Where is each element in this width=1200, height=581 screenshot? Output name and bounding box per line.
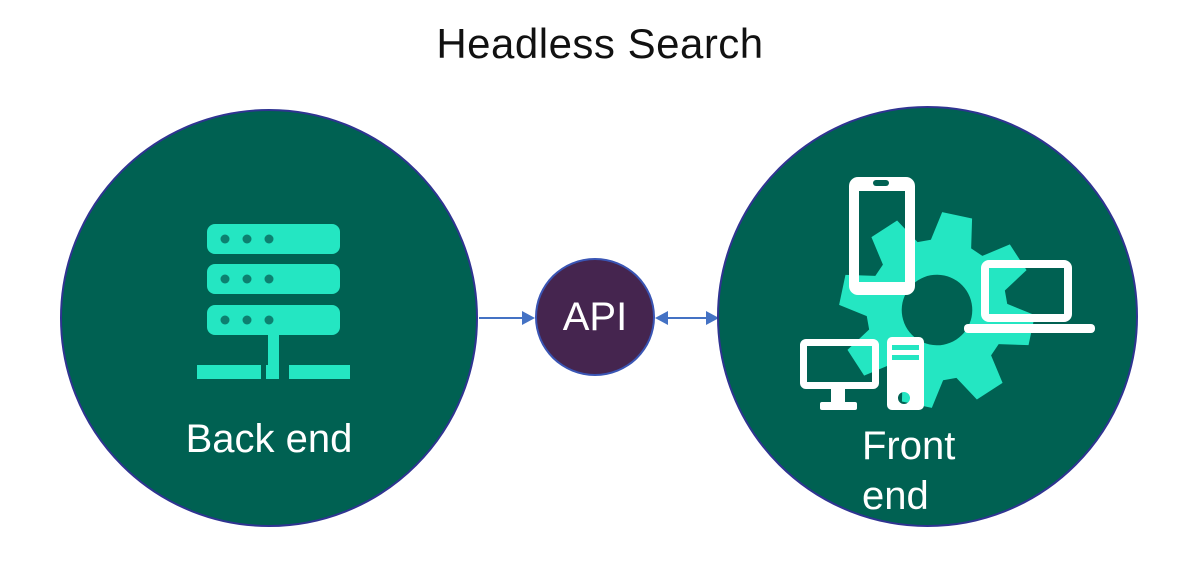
frontend-label-line1: Front: [862, 424, 956, 468]
server-led-dots: [220, 234, 274, 325]
backend-label: Back end: [185, 417, 353, 461]
api-label: API: [562, 294, 628, 339]
node-backend: Back end: [60, 109, 478, 527]
frontend-devices-graphic: [800, 177, 1095, 410]
diagram-title: Headless Search: [436, 20, 764, 67]
arrow-backend-to-api: [479, 311, 535, 325]
smartphone-speaker: [873, 180, 889, 186]
smartphone-icon: [849, 177, 915, 295]
desktop-monitor-icon: [800, 339, 879, 410]
node-api: API: [535, 258, 655, 376]
frontend-label: Front end: [862, 421, 955, 521]
frontend-label-line2: end: [862, 474, 929, 518]
tower-pc-icon: [887, 337, 924, 410]
node-frontend: Front end: [717, 106, 1138, 527]
server-icon: [197, 224, 350, 379]
arrow-api-frontend-bidirectional: [655, 311, 719, 325]
laptop-icon: [964, 260, 1095, 333]
